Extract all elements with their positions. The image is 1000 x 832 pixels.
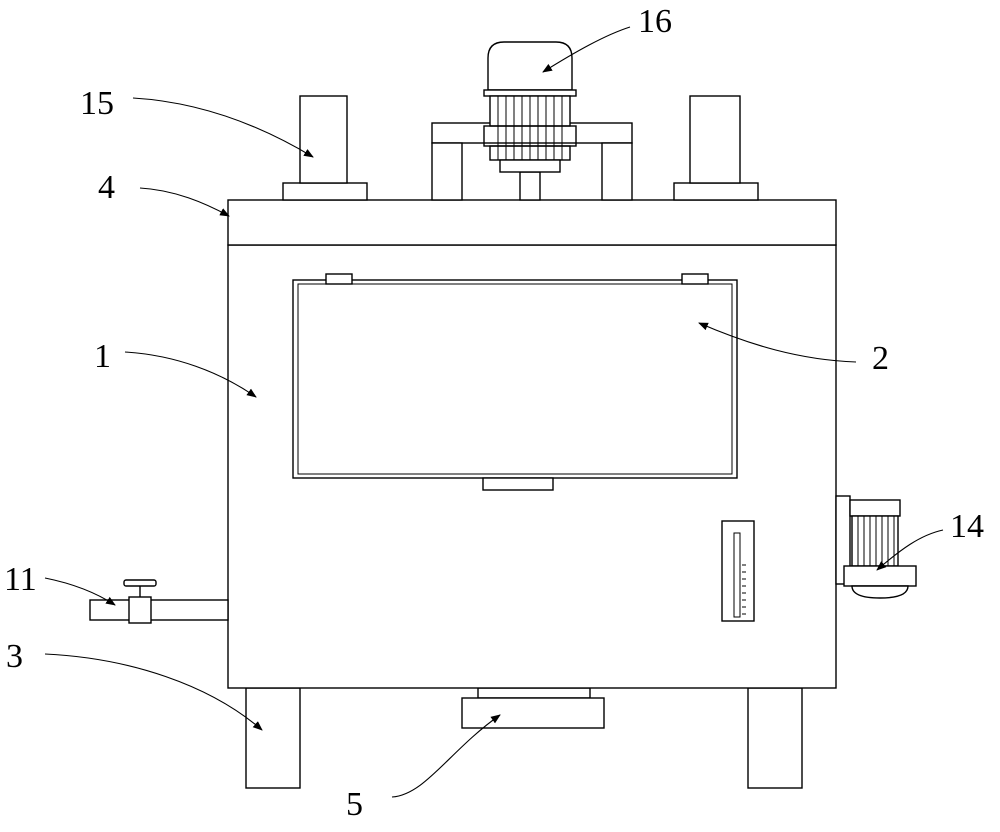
leader-2 [698, 322, 857, 363]
motor-frame [431, 122, 633, 201]
top-column-left [282, 95, 368, 201]
leader-14 [876, 529, 944, 571]
leader-1 [124, 351, 257, 398]
leader-15 [132, 97, 314, 158]
support-leg-right [747, 687, 803, 789]
box-lid [227, 199, 837, 246]
label-11: 11 [4, 561, 37, 598]
label-3: 3 [6, 638, 23, 675]
leader-3 [44, 653, 263, 731]
label-14: 14 [950, 508, 984, 545]
leader-11 [44, 577, 116, 606]
thermometer [721, 520, 755, 622]
label-15: 15 [80, 85, 114, 122]
leader-4 [139, 187, 230, 217]
label-1: 1 [94, 338, 111, 375]
window-hinge-left [325, 273, 353, 285]
support-leg-left [245, 687, 301, 789]
label-2: 2 [872, 340, 889, 377]
leader-lines [44, 26, 944, 798]
leader-16 [542, 26, 631, 73]
top-motor [483, 41, 577, 173]
label-4: 4 [98, 169, 115, 206]
label-16: 16 [638, 3, 672, 40]
top-column-right [673, 95, 759, 201]
window-handle [482, 477, 554, 491]
window-hinge-right [681, 273, 709, 285]
bottom-outlet [461, 687, 605, 729]
observation-window [292, 273, 738, 491]
leader-5 [391, 714, 501, 798]
side-motor [835, 495, 917, 599]
drain-valve [89, 579, 229, 624]
drive-shaft [519, 171, 541, 201]
label-5: 5 [346, 786, 363, 823]
